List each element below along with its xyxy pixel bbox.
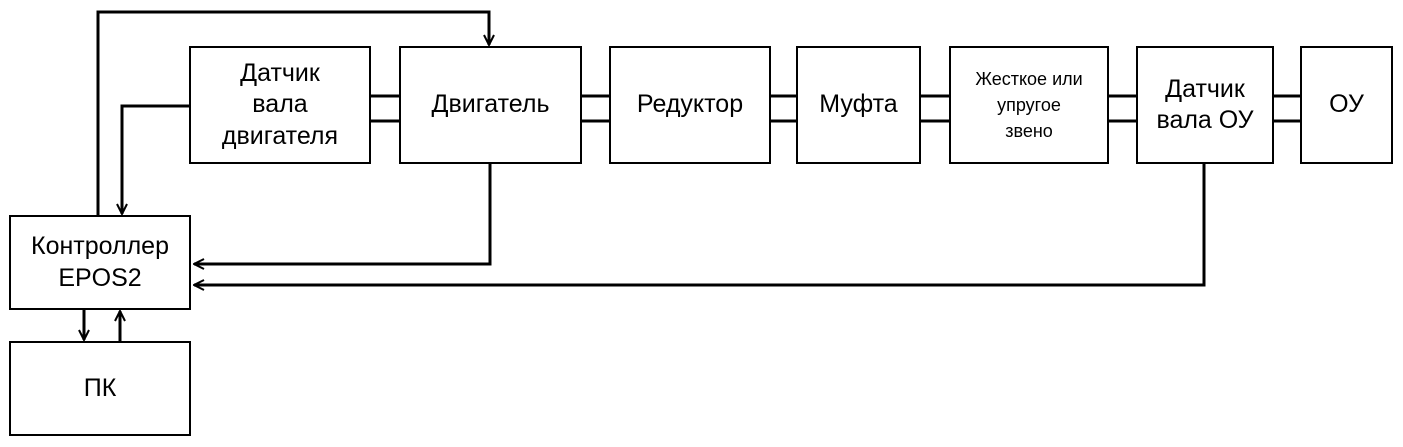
motor-block: Двигатель bbox=[399, 46, 582, 164]
block-label-line: Датчик bbox=[240, 59, 320, 88]
block-label-line: Редуктор bbox=[636, 90, 744, 119]
block-label-line: вала ОУ bbox=[1156, 106, 1254, 134]
block-label-line: вала bbox=[252, 90, 308, 119]
shaft-sensor-ou-block: Датчик вала ОУ bbox=[1136, 46, 1274, 164]
block-label-line: Двигатель bbox=[431, 90, 550, 119]
block-label-line: Жесткое или bbox=[975, 68, 1083, 89]
block-label-line: EPOS2 bbox=[58, 263, 142, 292]
pc-block: ПК bbox=[9, 341, 191, 436]
block-label-line: ОУ bbox=[1329, 90, 1364, 119]
sensor-motor-to-controller-arrow bbox=[122, 104, 190, 214]
block-label-line: ПК bbox=[83, 373, 117, 402]
block-label-line: двигателя bbox=[221, 121, 339, 150]
link-block: Жесткое или упругое звено bbox=[949, 46, 1109, 164]
block-label-line: упругое bbox=[997, 94, 1061, 115]
shaft-lines bbox=[370, 94, 1301, 123]
reducer-block: Редуктор bbox=[609, 46, 771, 164]
block-label-line: Муфта bbox=[819, 90, 898, 119]
sensor-ou-to-controller-arrow bbox=[194, 163, 1206, 285]
block-label-line: звено bbox=[1005, 121, 1053, 142]
controller-block: Контроллер EPOS2 bbox=[9, 215, 191, 310]
motor-to-controller-arrow bbox=[194, 163, 492, 264]
coupling-block: Муфта bbox=[796, 46, 921, 164]
block-label-line: Контроллер bbox=[31, 232, 169, 261]
block-label-line: Датчик bbox=[1165, 74, 1245, 103]
ou-block: ОУ bbox=[1300, 46, 1393, 164]
shaft-sensor-motor-block: Датчик вала двигателя bbox=[189, 46, 371, 164]
controller-to-motor-arrow bbox=[96, 10, 489, 216]
